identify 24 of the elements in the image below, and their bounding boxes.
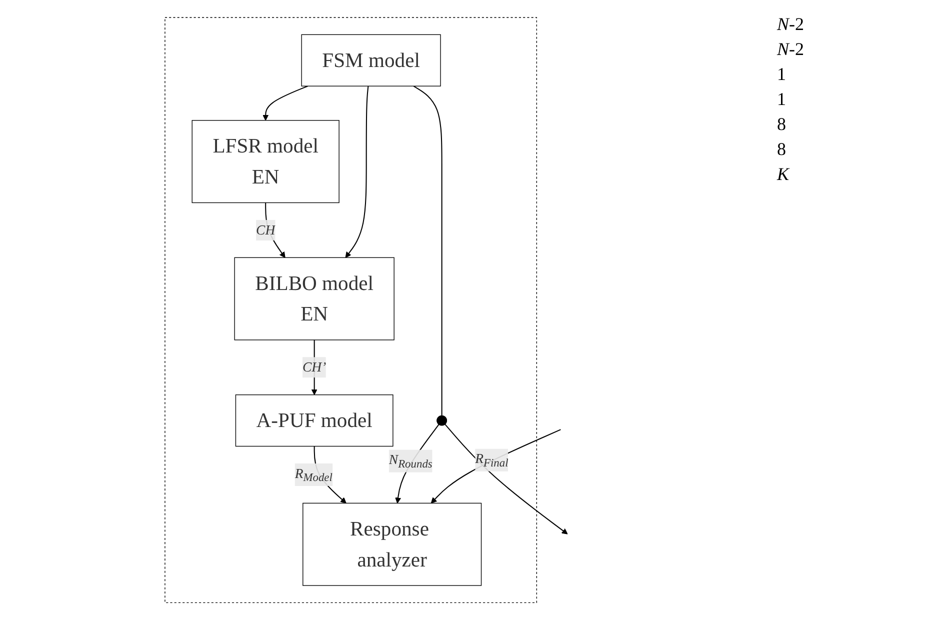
- edge-label: R$_{Final}$: [475, 452, 508, 470]
- node-box: LFSR model EN: [192, 120, 340, 204]
- bus-width-label: N-2: [777, 39, 806, 60]
- connector: [413, 86, 442, 416]
- bus-width-label: 8: [777, 114, 787, 135]
- arrow: [444, 424, 568, 535]
- node-box: A-PUF model: [235, 394, 394, 448]
- node-box: FSM model: [301, 34, 441, 87]
- edge-label: CH’: [302, 360, 326, 376]
- bus-width-label: K: [777, 164, 791, 185]
- edge-label: N$_{Rounds}$: [389, 452, 432, 471]
- bus-width-label: N-2: [777, 14, 806, 35]
- edge-label: R$_{Model}$: [294, 466, 333, 484]
- node-box: BILBO model EN: [234, 258, 395, 341]
- arrow: [430, 430, 561, 504]
- bus-width-label: 1: [777, 89, 787, 110]
- cluster: [164, 18, 538, 604]
- arrow: [345, 86, 369, 258]
- edge-label: CH: [256, 223, 276, 238]
- bus-width-label: 1: [777, 64, 787, 85]
- arrow: [262, 86, 308, 122]
- node-box: Response analyzer: [302, 503, 482, 586]
- arrow: [265, 203, 286, 258]
- bus-width-label: 8: [777, 139, 787, 160]
